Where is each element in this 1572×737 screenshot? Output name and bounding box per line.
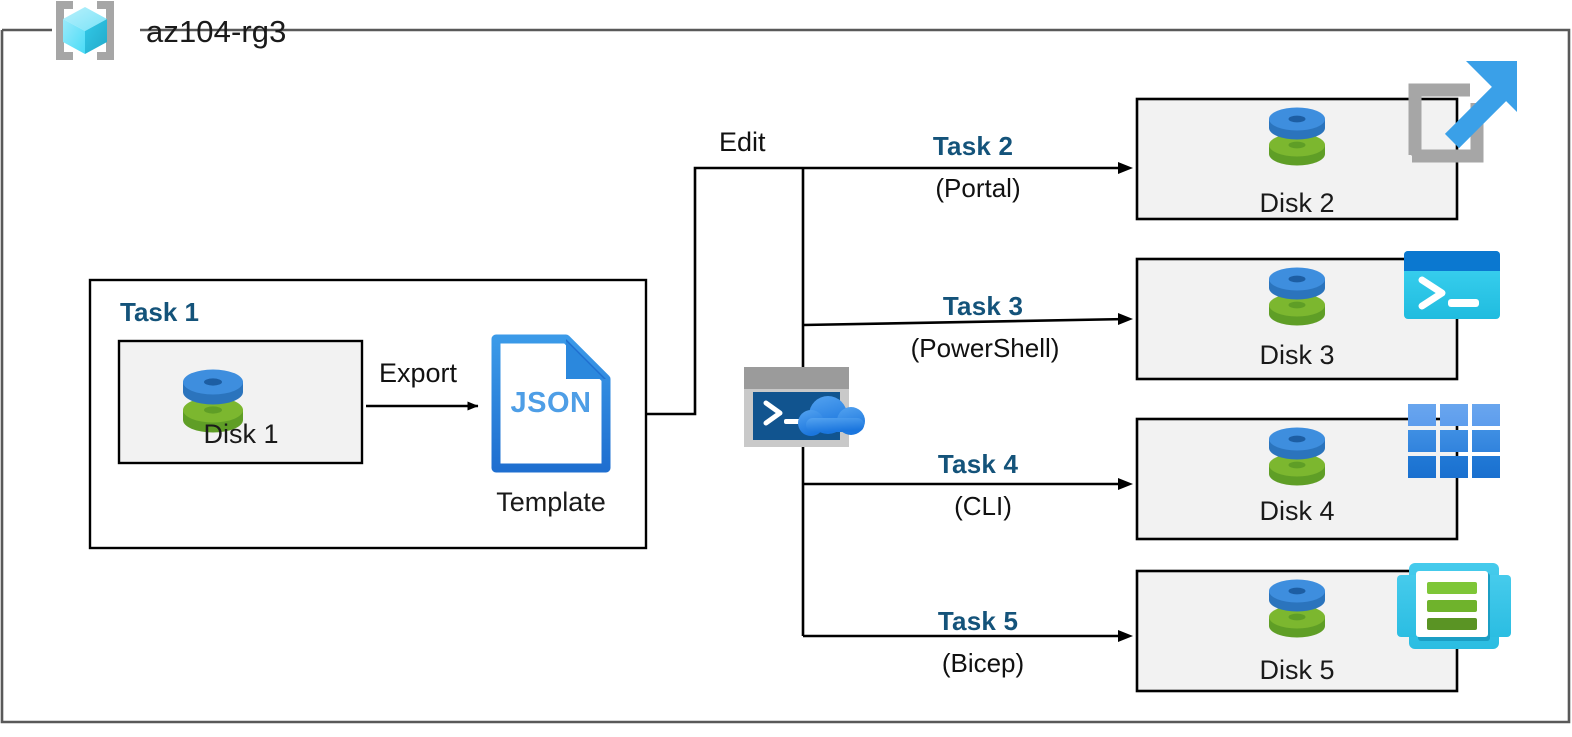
connector-lines	[646, 166, 1129, 638]
powershell-icon	[1404, 251, 1500, 319]
export-arrow-label: Export	[378, 358, 458, 388]
json-file-icon	[491, 334, 611, 473]
azure-disk-icon	[1269, 267, 1325, 326]
azure-cli-icon	[1408, 404, 1500, 478]
disk2-label: Disk 2	[1259, 188, 1335, 218]
resource-group-frame	[0, 28, 1571, 724]
azure-disk-icon	[183, 369, 243, 433]
task1-heading: Task 1	[120, 297, 200, 327]
cloud-shell-icon	[744, 367, 865, 447]
disk1-box	[117, 339, 364, 465]
template-label: Template	[496, 487, 606, 517]
disk4-label: Disk 4	[1259, 496, 1335, 526]
azure-disk-icon	[1269, 427, 1325, 486]
task5-sublabel: (Bicep)	[941, 648, 1025, 678]
edit-label: Edit	[719, 127, 766, 157]
task3-heading: Task 3	[942, 291, 1024, 321]
task2-sublabel: (Portal)	[935, 173, 1021, 203]
disk5-label: Disk 5	[1259, 655, 1335, 685]
task3-sublabel: (PowerShell)	[910, 333, 1060, 363]
resource-group-icon	[56, 1, 114, 60]
bicep-template-icon	[1397, 563, 1511, 649]
disk3-label: Disk 3	[1259, 340, 1335, 370]
task4-heading: Task 4	[937, 449, 1019, 479]
resource-group-title: az104-rg3	[146, 14, 287, 49]
disk1-label: Disk 1	[203, 419, 279, 449]
task2-heading: Task 2	[932, 131, 1014, 161]
task4-sublabel: (CLI)	[954, 491, 1012, 521]
branch-arrowheads	[1118, 162, 1133, 642]
task5-heading: Task 5	[937, 606, 1019, 636]
azure-portal-icon	[1408, 61, 1517, 163]
azure-disk-icon	[1269, 579, 1325, 638]
json-icon-text: JSON	[510, 387, 592, 419]
azure-disk-icon	[1269, 107, 1325, 166]
